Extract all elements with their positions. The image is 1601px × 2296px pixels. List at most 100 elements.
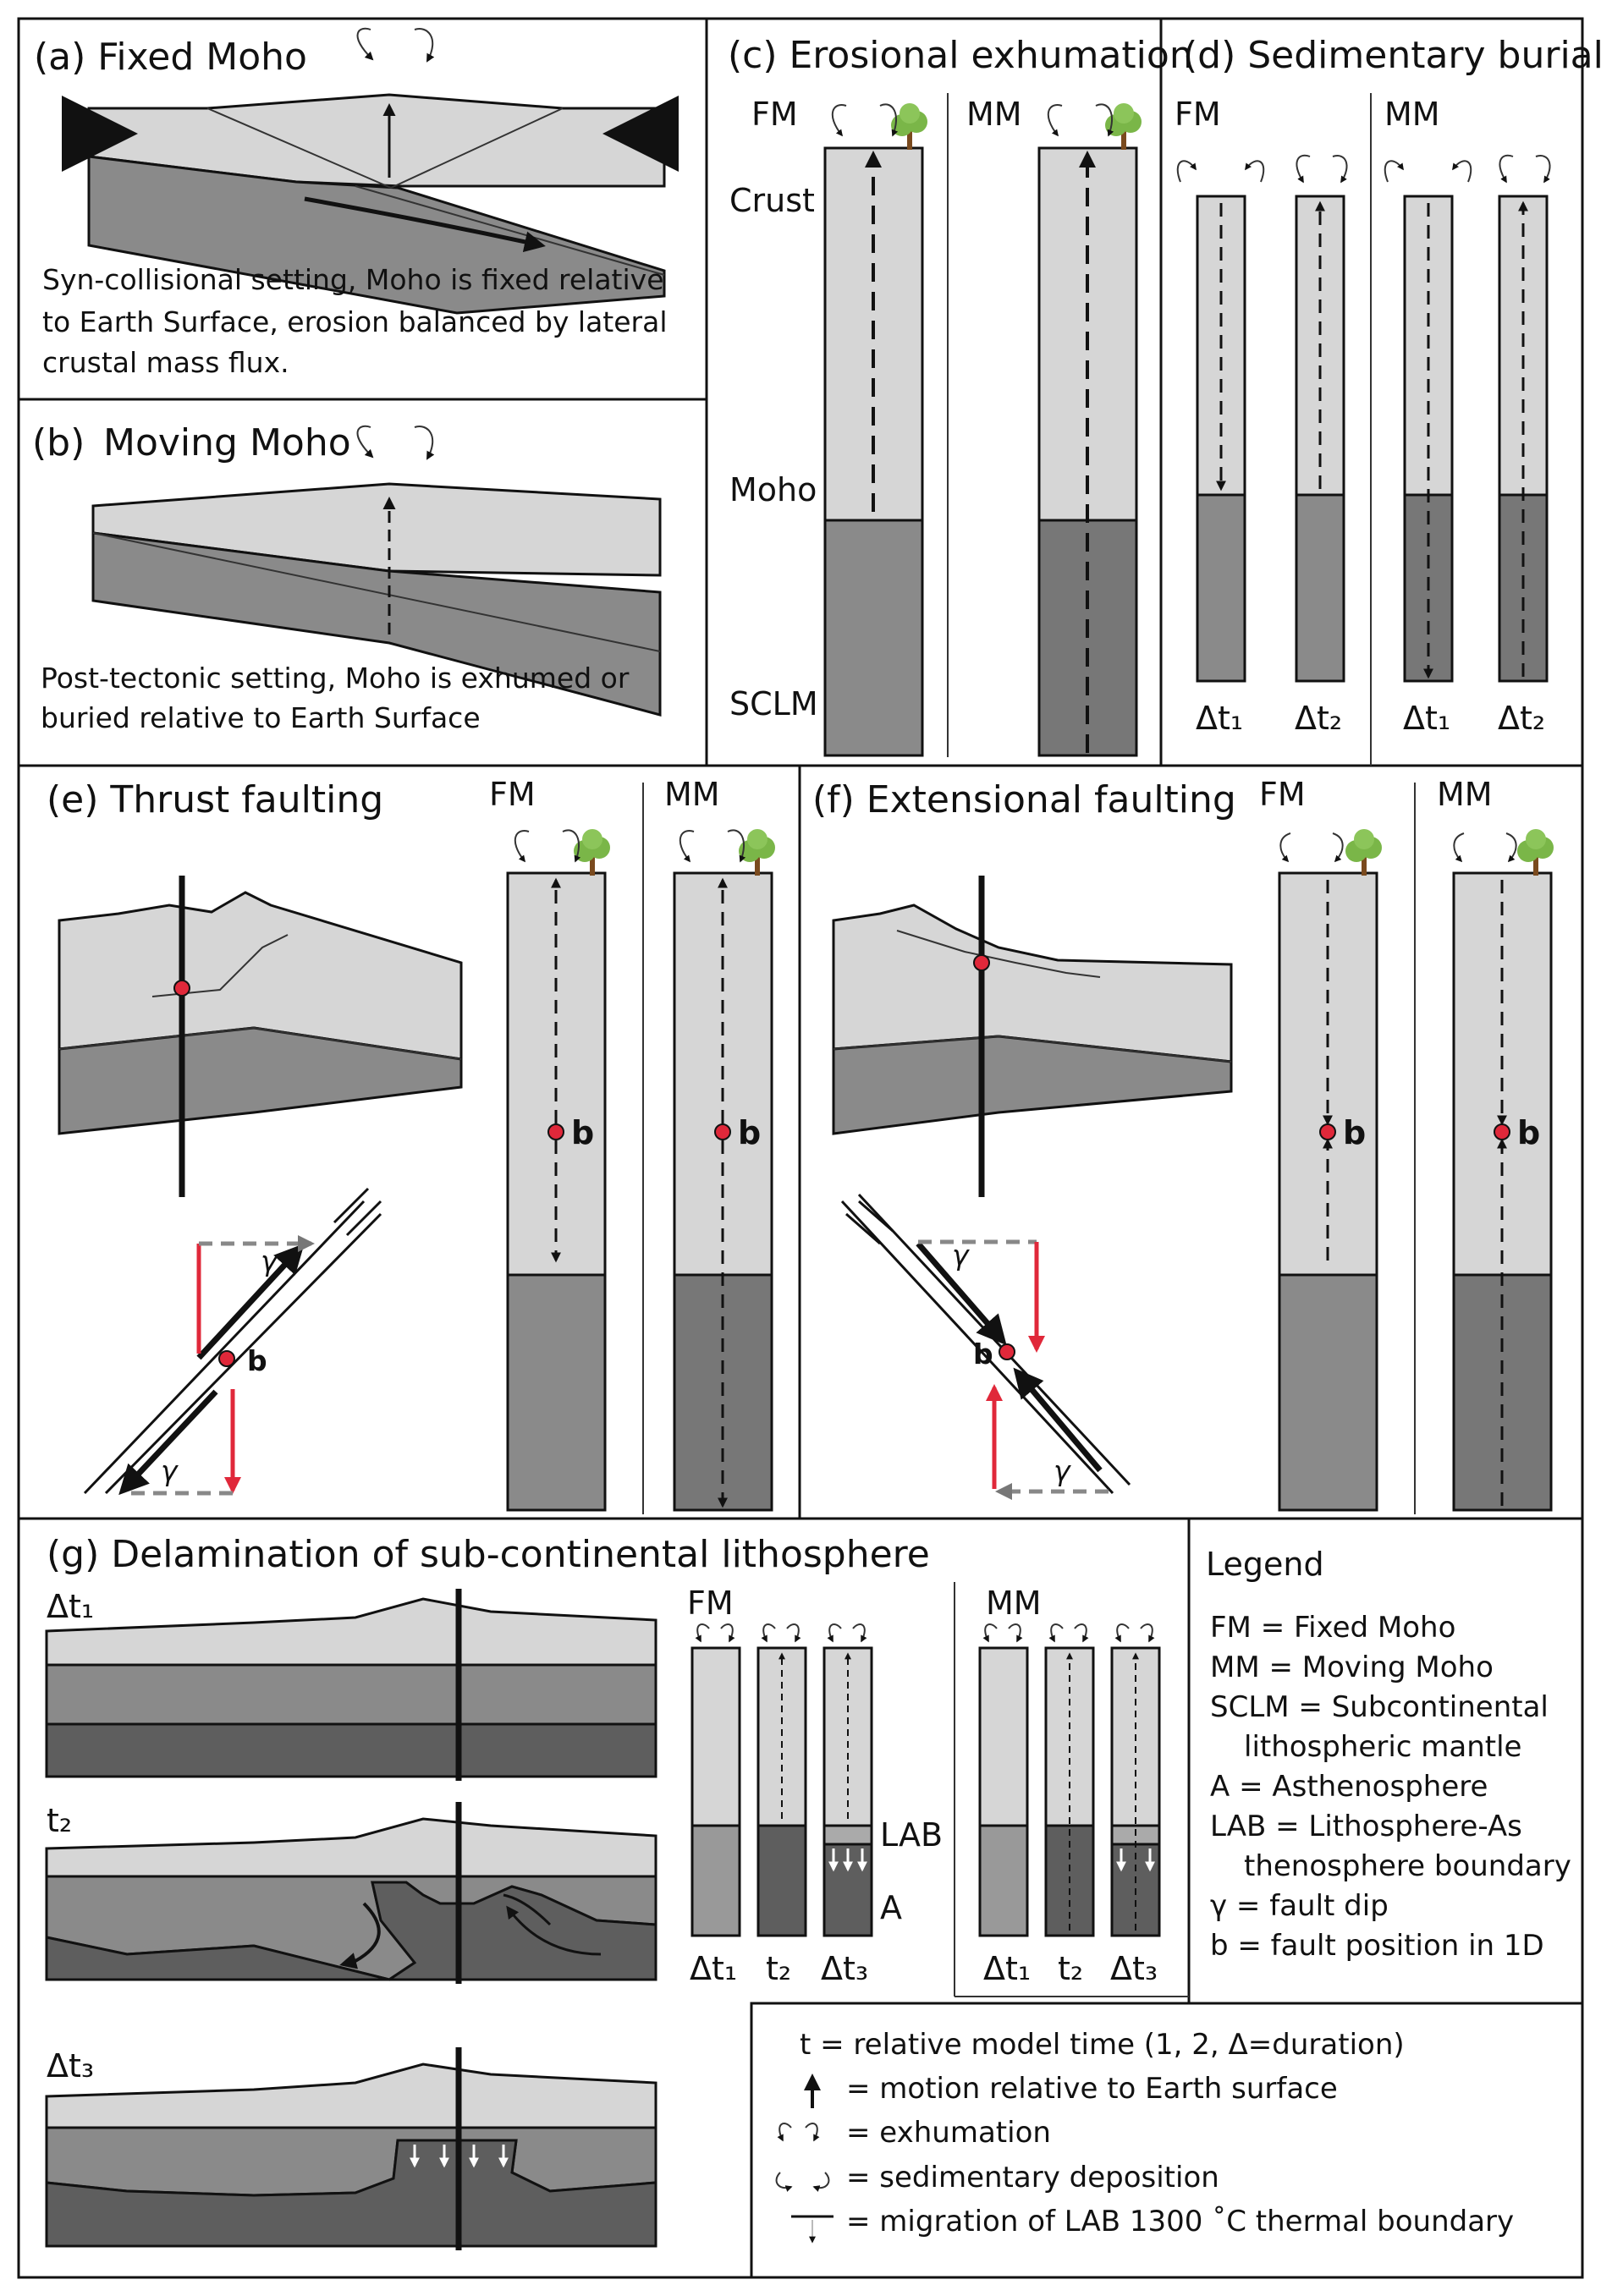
key-motion: = motion relative to Earth surface bbox=[846, 2072, 1338, 2106]
thrust-b-label: b bbox=[247, 1344, 267, 1377]
legend-item-fm: FM = Fixed Moho bbox=[1210, 1611, 1455, 1645]
extension-slip-diagram: b γ γ bbox=[840, 1193, 1131, 1500]
g-mm-label: MM bbox=[986, 1585, 1042, 1622]
cycle-arrows-icon bbox=[356, 425, 435, 460]
legend-item-mm: MM = Moving Moho bbox=[1210, 1651, 1494, 1684]
panel-c-fm-label: FM bbox=[751, 96, 798, 133]
panel-frames bbox=[17, 17, 1584, 2279]
panel-d-mm-label: MM bbox=[1384, 96, 1440, 133]
moho-label: Moho bbox=[729, 471, 817, 508]
panel-d-title: (d) Sedimentary burial bbox=[1183, 34, 1601, 77]
legend-item-a: A = Asthenosphere bbox=[1210, 1770, 1488, 1804]
lab-migration-icon bbox=[791, 2215, 834, 2244]
panel-b: (b) Moving Moho Post-tectonic setting, M… bbox=[32, 421, 662, 734]
g-section-dt1 bbox=[45, 1589, 657, 1781]
g-mm-t2-label: t₂ bbox=[1058, 1950, 1083, 1987]
panel-b-caption-line2: buried relative to Earth Surface bbox=[41, 701, 481, 734]
mm-dt1-column bbox=[1384, 160, 1472, 683]
legend-item-gamma: γ = fault dip bbox=[1210, 1889, 1389, 1923]
panel-f-fm-label: FM bbox=[1259, 776, 1306, 813]
extension-fm-b-label: b bbox=[1343, 1114, 1366, 1151]
exhumation-icon bbox=[777, 2123, 820, 2142]
legend-title: Legend bbox=[1206, 1546, 1324, 1583]
sclm-label: SCLM bbox=[729, 685, 818, 722]
g-section-dt3 bbox=[45, 2047, 657, 2250]
panel-c-mm-label: MM bbox=[966, 96, 1022, 133]
extension-mm-b-label: b bbox=[1517, 1114, 1540, 1151]
extension-gamma-top: γ bbox=[952, 1239, 970, 1272]
panel-c: (c) Erosional exhumation FM MM Crust Moh… bbox=[728, 34, 1193, 757]
extension-gamma-bottom: γ bbox=[1054, 1454, 1071, 1487]
key-exhumation: = exhumation bbox=[846, 2116, 1051, 2150]
panel-a-title: (a) Fixed Moho bbox=[34, 36, 307, 79]
tree-icon bbox=[1345, 829, 1382, 876]
fm-dt2-label: Δt₂ bbox=[1295, 700, 1342, 737]
tree-icon bbox=[1517, 829, 1554, 876]
g-fm-t2-label: t₂ bbox=[766, 1950, 791, 1987]
fm-column bbox=[823, 103, 927, 757]
g-t2-label: t₂ bbox=[47, 1802, 72, 1839]
panel-f-mm-label: MM bbox=[1437, 776, 1493, 813]
legend-item-sclm-cont: lithospheric mantle bbox=[1244, 1730, 1521, 1764]
moving-moho-cross-section bbox=[91, 482, 662, 717]
panel-d: (d) Sedimentary burial FM MM bbox=[1175, 34, 1601, 766]
deposition-icon bbox=[775, 2172, 830, 2192]
panel-e-fm-label: FM bbox=[489, 776, 536, 813]
legend-item-lab-cont: thenosphere boundary bbox=[1244, 1849, 1571, 1883]
g-mm-dt3-label: Δt₃ bbox=[1110, 1950, 1158, 1987]
g-fm-dt3-label: Δt₃ bbox=[821, 1950, 868, 1987]
tree-icon bbox=[739, 829, 775, 876]
panel-e-title: (e) Thrust faulting bbox=[47, 778, 383, 821]
panel-b-caption-line1: Post-tectonic setting, Moho is exhumed o… bbox=[41, 662, 630, 695]
mm-dt2-column bbox=[1498, 154, 1551, 683]
panel-a-caption-line3: crustal mass flux. bbox=[42, 346, 289, 379]
thrust-cross-section bbox=[58, 876, 463, 1197]
extension-cross-section bbox=[832, 876, 1233, 1197]
panel-b-title: Moving Moho bbox=[103, 421, 351, 464]
panel-g-title: (g) Delamination of sub-continental lith… bbox=[47, 1533, 930, 1576]
thrust-slip-diagram: b γ γ bbox=[83, 1187, 382, 1496]
panel-f: (f) Extensional faulting b γ γ FM MM bbox=[812, 776, 1554, 1514]
extension-fm-column: b bbox=[1278, 829, 1382, 1512]
panel-a-caption-line1: Syn-collisional setting, Moho is fixed r… bbox=[42, 263, 664, 296]
panel-b-label: (b) bbox=[32, 421, 85, 464]
legend-item-sclm: SCLM = Subcontinental bbox=[1210, 1690, 1549, 1724]
thrust-mm-b-label: b bbox=[738, 1114, 761, 1151]
g-lab-label: LAB bbox=[880, 1816, 943, 1854]
crust-label: Crust bbox=[729, 182, 815, 219]
thrust-fm-b-label: b bbox=[571, 1114, 594, 1151]
fault-point-marker bbox=[973, 954, 990, 971]
mm-column bbox=[1037, 103, 1142, 757]
g-fm-dt1-label: Δt₁ bbox=[690, 1950, 737, 1987]
cycle-arrows-icon bbox=[356, 27, 435, 63]
panel-a: (a) Fixed Moho Syn-collisional setting, … bbox=[34, 27, 679, 379]
key-deposition: = sedimentary deposition bbox=[846, 2161, 1219, 2194]
g-a-label: A bbox=[880, 1889, 902, 1926]
fm-dt2-column bbox=[1295, 154, 1348, 683]
g-dt1-label: Δt₁ bbox=[47, 1588, 94, 1625]
legend: Legend FM = Fixed Moho MM = Moving Moho … bbox=[1206, 1546, 1571, 1963]
key-lab-migration: = migration of LAB 1300 ˚C thermal bound… bbox=[846, 2205, 1514, 2238]
g-mm-columns bbox=[978, 1623, 1161, 1937]
panel-g: (g) Delamination of sub-continental lith… bbox=[45, 1533, 1189, 2250]
fault-point-marker bbox=[173, 980, 190, 997]
fm-dt1-label: Δt₁ bbox=[1196, 700, 1243, 737]
panel-f-title: (f) Extensional faulting bbox=[812, 778, 1236, 821]
panel-e: (e) Thrust faulting b γ γ FM MM bbox=[47, 776, 775, 1514]
thrust-gamma-top: γ bbox=[261, 1244, 278, 1277]
g-fm-label: FM bbox=[687, 1585, 734, 1622]
legend-item-lab: LAB = Lithosphere-As bbox=[1210, 1810, 1522, 1843]
g-dt3-label: Δt₃ bbox=[47, 2047, 94, 2085]
tree-icon bbox=[574, 829, 610, 876]
g-section-t2 bbox=[45, 1802, 657, 1984]
thrust-fm-column: b bbox=[506, 829, 610, 1512]
tree-icon bbox=[891, 103, 927, 150]
panel-c-title: (c) Erosional exhumation bbox=[728, 34, 1193, 77]
mm-dt2-label: Δt₂ bbox=[1498, 700, 1545, 737]
fm-dt1-column bbox=[1176, 160, 1265, 683]
g-fm-columns bbox=[690, 1623, 873, 1937]
g-mm-dt1-label: Δt₁ bbox=[983, 1950, 1031, 1987]
panel-e-mm-label: MM bbox=[664, 776, 720, 813]
extension-mm-column: b bbox=[1452, 829, 1554, 1512]
